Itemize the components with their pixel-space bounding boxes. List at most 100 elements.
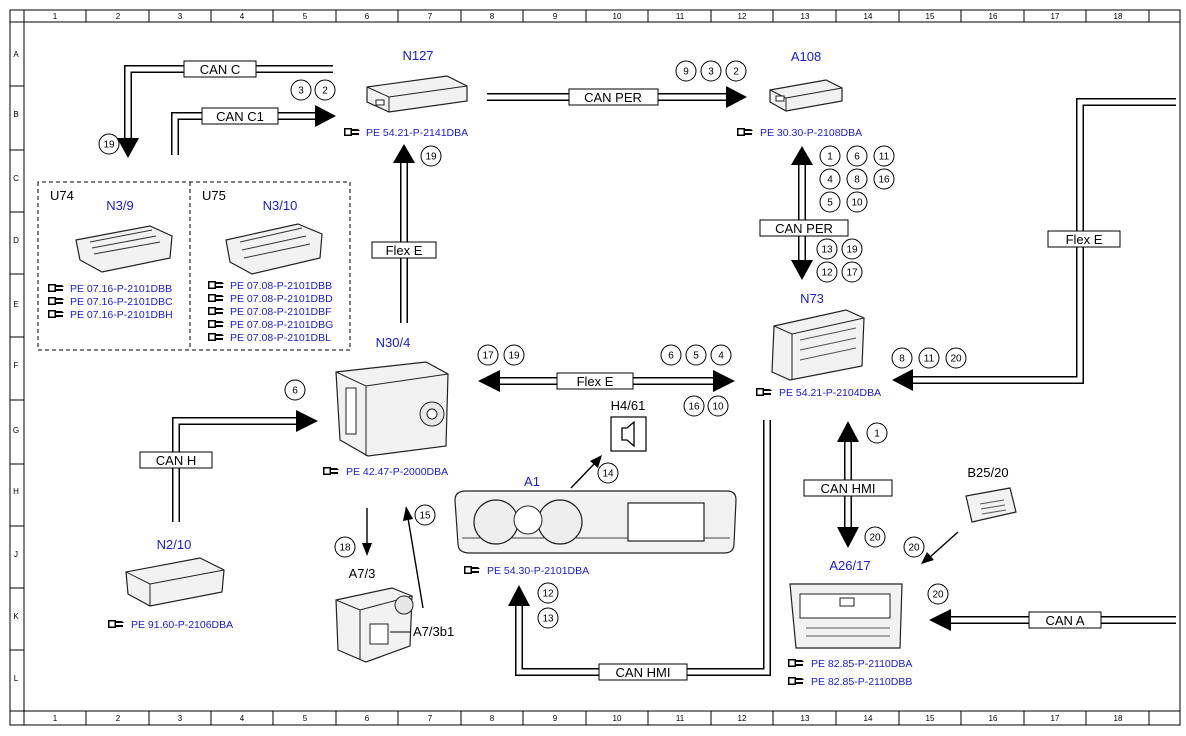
b25-20-device-icon (965, 487, 1017, 523)
u74-ref-1[interactable]: PE 07.16-P-2101DBB (70, 283, 172, 295)
marker-circle-h_6 (284, 379, 306, 401)
can-c1-label: CAN C1 (216, 109, 264, 124)
marker-circle-a108_4 (819, 168, 841, 190)
can-c-label: CAN C (200, 62, 240, 77)
marker-a7_18: 18 (339, 543, 351, 554)
marker-circle-fx_19 (503, 344, 525, 366)
grid-row-H: H (13, 487, 19, 496)
marker-a1_12: 12 (542, 589, 554, 600)
n127-ref[interactable]: PE 54.21-P-2141DBA (366, 127, 468, 139)
grid-col-top-18: 18 (1114, 12, 1123, 21)
marker-circle-a1_13 (537, 607, 559, 629)
n127-title: N127 (402, 48, 433, 63)
grid-col-bottom-10: 10 (613, 714, 622, 723)
n127-device-icon (366, 75, 468, 113)
grid-row-L: L (14, 674, 19, 683)
marker-circle-a_20 (927, 583, 949, 605)
grid-row-J: J (14, 550, 18, 559)
u75-ref-2[interactable]: PE 07.08-P-2101DBD (230, 293, 333, 305)
marker-fx_17: 17 (482, 351, 494, 362)
flex-e-mid-label: Flex E (577, 374, 614, 389)
a1-ref[interactable]: PE 54.30-P-2101DBA (487, 565, 589, 577)
marker-circle-r_11 (918, 347, 940, 369)
a108-ref-icon (737, 128, 753, 136)
a26-17-ref1-icon (788, 659, 804, 667)
marker-a108_8: 8 (854, 175, 860, 186)
grid-col-bottom-18: 18 (1114, 714, 1123, 723)
a26-17-ref-2[interactable]: PE 82.85-P-2110DBB (811, 676, 912, 688)
marker-a1_13: 13 (542, 614, 554, 625)
u75-ref-1[interactable]: PE 07.08-P-2101DBB (230, 280, 332, 292)
a108-ref[interactable]: PE 30.30-P-2108DBA (760, 127, 862, 139)
u74-ref1-icon (48, 284, 64, 292)
marker-m_2_c1: 2 (322, 86, 328, 97)
u74-ref-3[interactable]: PE 07.16-P-2101DBH (70, 309, 173, 321)
marker-circle-m_19_c (98, 133, 120, 155)
u74-ref-2[interactable]: PE 07.16-P-2101DBC (70, 296, 173, 308)
marker-circle-m_3_c1 (290, 79, 312, 101)
n2-10-ref[interactable]: PE 91.60-P-2106DBA (131, 619, 233, 631)
n127-module: N127 PE 54.21-P-2141DBA (344, 48, 468, 139)
grid-col-bottom-12: 12 (738, 714, 747, 723)
marker-circle-fx_5 (685, 344, 707, 366)
marker-circle-hmi_1 (866, 422, 888, 444)
n73-ref[interactable]: PE 54.21-P-2104DBA (779, 387, 881, 399)
marker-fx_19: 19 (508, 351, 520, 362)
marker-circle-a1_12 (537, 582, 559, 604)
n73-device-icon (771, 309, 865, 381)
grid-col-top-4: 4 (240, 12, 245, 21)
grid-col-top-3: 3 (178, 12, 183, 21)
grid-col-bottom-3: 3 (178, 714, 183, 723)
marker-b25_20m: 20 (908, 543, 920, 554)
grid-col-top-9: 9 (553, 12, 558, 21)
n2-10-ref-icon (108, 620, 124, 628)
u75-ref3-icon (208, 307, 224, 315)
a1-title: A1 (524, 474, 540, 489)
marker-circle-a108_8 (846, 168, 868, 190)
marker-a108_16: 16 (878, 175, 890, 186)
a26-17-ref-1[interactable]: PE 82.85-P-2110DBA (811, 658, 912, 670)
h4-61-title: H4/61 (611, 398, 646, 413)
u75-ref-3[interactable]: PE 07.08-P-2101DBF (230, 306, 332, 318)
marker-circle-n73_19 (841, 238, 863, 260)
flex-e-right-label: Flex E (1066, 232, 1103, 247)
marker-circle-m_3_per (700, 60, 722, 82)
grid-col-top-10: 10 (613, 12, 622, 21)
u75-ref-4[interactable]: PE 07.08-P-2101DBG (230, 319, 333, 331)
h4-61-speaker: H4/61 (610, 398, 647, 452)
marker-m_2_per: 2 (733, 67, 739, 78)
grid-col-bottom-4: 4 (240, 714, 245, 723)
grid-col-top-12: 12 (738, 12, 747, 21)
marker-circle-a108_11 (873, 145, 895, 167)
grid-col-top-16: 16 (989, 12, 998, 21)
grid-col-bottom-13: 13 (801, 714, 810, 723)
can-a-label: CAN A (1045, 613, 1084, 628)
marker-circle-m_19_fx (420, 145, 442, 167)
n73-ref-icon (756, 388, 772, 396)
marker-r_8: 8 (899, 354, 905, 365)
grid-col-bottom-15: 15 (926, 714, 935, 723)
grid-col-top-6: 6 (365, 12, 370, 21)
a108-title: A108 (791, 49, 821, 64)
marker-a108_5: 5 (827, 198, 833, 209)
marker-m_3_per: 3 (708, 67, 714, 78)
n30-4-ref[interactable]: PE 42.47-P-2000DBA (346, 466, 448, 478)
u75-ref5-icon (208, 333, 224, 341)
u75-ref-5[interactable]: PE 07.08-P-2101DBL (230, 332, 331, 344)
n3-9-title: N3/9 (106, 198, 133, 213)
grid-col-bottom-1: 1 (53, 714, 58, 723)
marker-fx_16: 16 (688, 402, 700, 413)
n73-title: N73 (800, 291, 824, 306)
can-hmi-right-label: CAN HMI (821, 481, 876, 496)
can-h-label: CAN H (156, 453, 196, 468)
marker-circle-a108_1 (819, 145, 841, 167)
marker-circle-a7_18 (334, 536, 356, 558)
marker-circle-fx_10 (707, 395, 729, 417)
grid-col-bottom-16: 16 (989, 714, 998, 723)
grid-row-D: D (13, 236, 19, 245)
marker-circle-m_9_per (675, 60, 697, 82)
n3-10-title: N3/10 (263, 198, 298, 213)
